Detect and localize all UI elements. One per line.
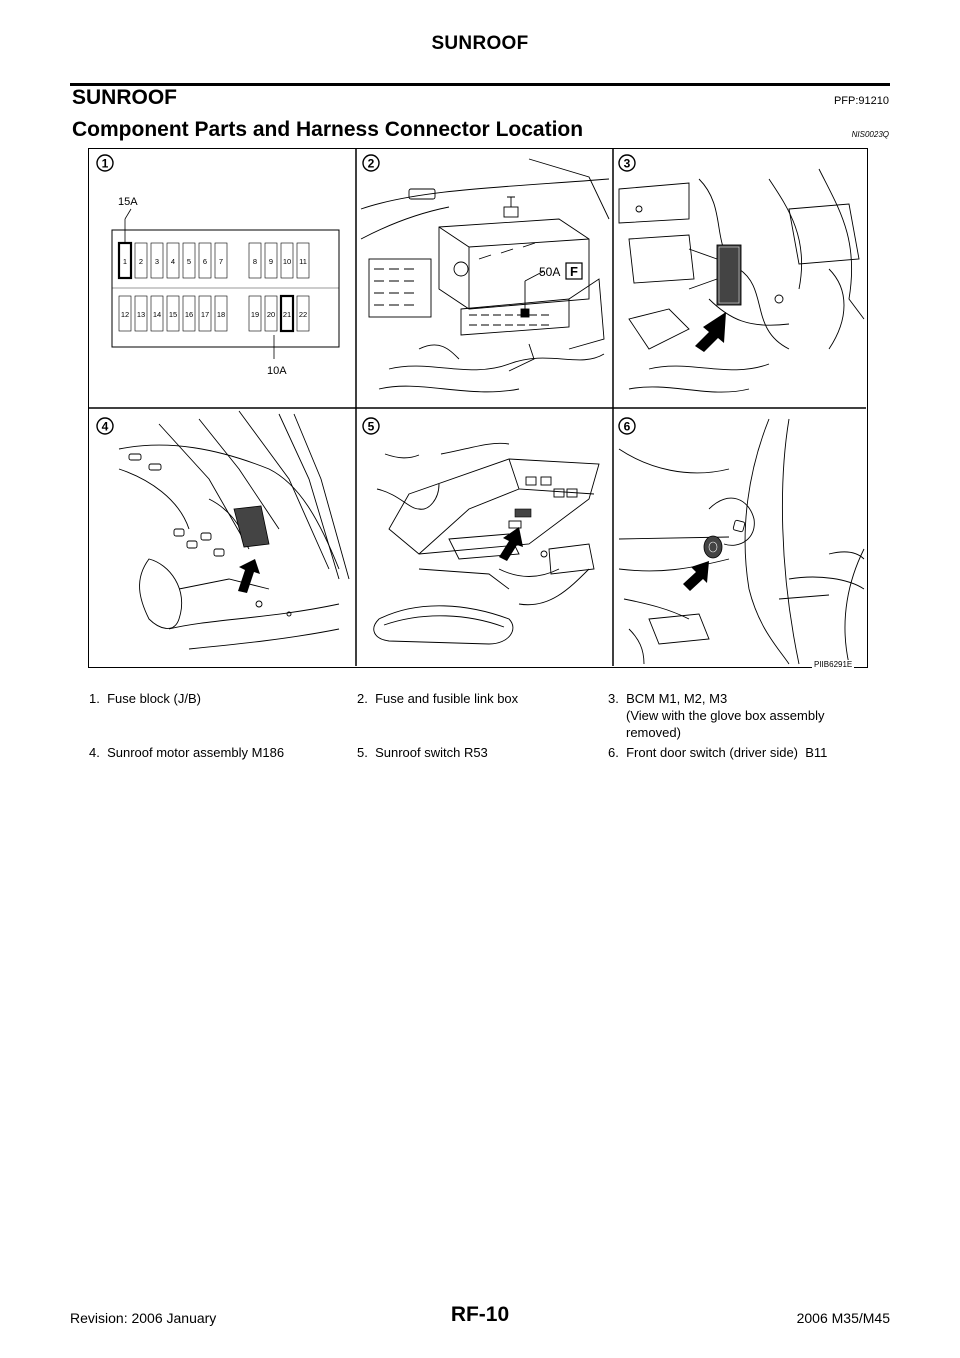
- fuse-top-slot: [296, 242, 310, 279]
- fuse-top-slot: [150, 242, 164, 279]
- fuse-bottom-slot: [248, 295, 262, 332]
- sunroof-switch-connector: [514, 508, 532, 518]
- footer-revision: Revision: 2006 January: [70, 1310, 217, 1326]
- fuse-top-slot: [214, 242, 228, 279]
- fusible-link-box-illustration: [360, 158, 610, 393]
- fuse-top-label: 6: [203, 257, 207, 266]
- sunroof-motor-illustration: [118, 410, 350, 650]
- panel-marker-5-label: 5: [368, 420, 375, 434]
- fuse-top-label: 9: [269, 257, 273, 266]
- fuse-top-label: 1: [123, 257, 127, 266]
- fuse-bottom-slot: [118, 295, 132, 332]
- fuse-bottom-label: 19: [251, 310, 259, 319]
- fuse-row-top: 1 2 3 4 5 6 7 8 9 10 11: [117, 241, 310, 280]
- panel-marker-2: 2: [362, 154, 380, 172]
- header-rule: [70, 83, 890, 86]
- fuse-top-slot: [280, 242, 294, 279]
- fuse-bottom-label: 12: [121, 310, 129, 319]
- fuse-bottom-label: 17: [201, 310, 209, 319]
- running-header: SUNROOF: [431, 33, 529, 54]
- legend-item-3: 3. BCM M1, M2, M3 (View with the glove b…: [608, 690, 824, 741]
- fuse-bottom-slot: [214, 295, 228, 332]
- fuse-bottom-slot: [264, 295, 278, 332]
- fusible-link-label-f: F: [570, 264, 578, 279]
- legend-item-2: 2. Fuse and fusible link box: [357, 691, 519, 706]
- fuse-top-label: 3: [155, 257, 159, 266]
- fuse-top-slot: [117, 241, 133, 280]
- fuse-top-label: 7: [219, 257, 223, 266]
- legend-item-4: 4. Sunroof motor assembly M186: [89, 745, 285, 760]
- fuse-bottom-label: 22: [299, 310, 307, 319]
- fuse-top-slot: [134, 242, 148, 279]
- fuse-top-slot: [198, 242, 212, 279]
- fuse-top-label: 8: [253, 257, 257, 266]
- legend-item-1: 1. Fuse block (J/B): [89, 691, 201, 706]
- panel-marker-5: 5: [362, 417, 380, 435]
- fuse-label-15a: 15A: [118, 196, 138, 208]
- front-door-switch-arrow: [683, 561, 709, 591]
- fuse-top-label: 11: [299, 257, 307, 266]
- fuse-bottom-slot: [150, 295, 164, 332]
- legend-item-3-line2: (View with the glove box assembly: [626, 708, 825, 723]
- section-code: PFP:91210: [833, 95, 889, 107]
- section-title: SUNROOF: [72, 86, 177, 109]
- fuse-top-slot: [182, 242, 196, 279]
- sunroof-motor-arrow: [238, 559, 260, 593]
- legend-item-3-line3: removed): [626, 725, 681, 740]
- legend-item-6: 6. Front door switch (driver side) B11: [608, 745, 828, 760]
- fuse-bottom-label: 20: [267, 310, 275, 319]
- legend-item-3-line1: 3. BCM M1, M2, M3: [608, 691, 728, 706]
- fuse-top-label: 10: [283, 257, 291, 266]
- sunroof-motor-connector: [233, 505, 270, 548]
- subsection-code: NIS0023Q: [851, 130, 889, 139]
- fuse-bottom-slot: [198, 295, 212, 332]
- fuse-top-label: 5: [187, 257, 191, 266]
- fuse-bottom-label: 16: [185, 310, 193, 319]
- figure-id: PIIB6291E: [812, 660, 855, 669]
- panel-marker-4-label: 4: [102, 420, 109, 434]
- bcm-illustration: [618, 168, 865, 393]
- panel-marker-6-label: 6: [624, 420, 631, 434]
- fuse-bottom-slot: [166, 295, 180, 332]
- panel-marker-1-label: 1: [102, 157, 109, 171]
- panel-marker-3: 3: [618, 154, 636, 172]
- fusible-link-label-50a: 50A: [539, 265, 560, 279]
- fuse-bottom-slot: [279, 294, 295, 333]
- fuse-bottom-label: 18: [217, 310, 225, 319]
- fuse-bottom-slot: [182, 295, 196, 332]
- fuse-bottom-label: 21: [283, 310, 291, 319]
- subsection-title: Component Parts and Harness Connector Lo…: [72, 118, 584, 141]
- fuse-label-10a: 10A: [267, 365, 287, 377]
- fuse-top-label: 2: [139, 257, 143, 266]
- footer-model: 2006 M35/M45: [796, 1310, 890, 1326]
- fuse-row-bottom: 12 13 14 15 16 17 18 19 20 21 22: [118, 294, 310, 333]
- panel-marker-6: 6: [618, 417, 636, 435]
- fuse-bottom-label: 13: [137, 310, 145, 319]
- front-door-switch-illustration: [618, 418, 865, 665]
- fuse-bottom-slot: [134, 295, 148, 332]
- sunroof-switch-arrow: [499, 527, 523, 561]
- footer-page-code: RF-10: [450, 1303, 510, 1326]
- panel-marker-2-label: 2: [368, 157, 375, 171]
- fuse-bottom-label: 14: [153, 310, 161, 319]
- fuse-bottom-slot: [296, 295, 310, 332]
- fusible-link-box-labels: 50A F: [539, 262, 583, 280]
- fuse-top-slot: [264, 242, 278, 279]
- fuse-bottom-label: 15: [169, 310, 177, 319]
- panel-marker-3-label: 3: [624, 157, 631, 171]
- front-door-switch-connector: [703, 535, 723, 559]
- legend-item-5: 5. Sunroof switch R53: [357, 745, 488, 760]
- panel-marker-1: 1: [96, 154, 114, 172]
- fuse-top-label: 4: [171, 257, 175, 266]
- fuse-top-slot: [248, 242, 262, 279]
- sunroof-switch-illustration: [373, 442, 600, 645]
- fuse-top-slot: [166, 242, 180, 279]
- bcm-arrow: [695, 312, 726, 352]
- panel-marker-4: 4: [96, 417, 114, 435]
